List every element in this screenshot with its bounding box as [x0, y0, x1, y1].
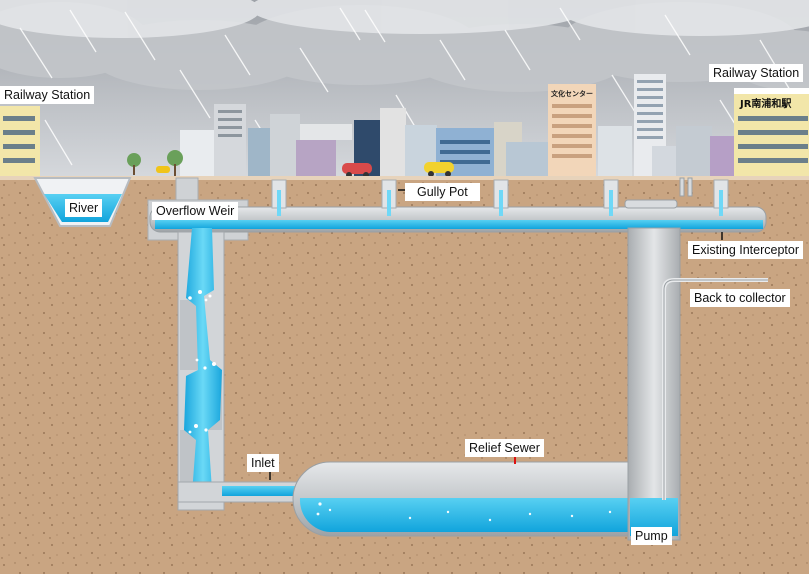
city-skyline: 文化センター JR南浦和駅 [0, 74, 809, 178]
label-railway-station-left: Railway Station [0, 86, 95, 104]
label-inlet: Inlet [247, 454, 279, 472]
label-overflow-weir: Overflow Weir [152, 202, 239, 220]
label-river: River [65, 199, 103, 217]
station-sign: JR南浦和駅 [739, 97, 792, 110]
label-back-to-collector: Back to collector [690, 289, 790, 307]
culture-center-sign: 文化センター [551, 89, 593, 98]
label-railway-station-right: Railway Station [709, 64, 804, 82]
label-gully-pot: Gully Pot [405, 183, 480, 201]
label-existing-interceptor: Existing Interceptor [688, 241, 803, 259]
pump-shaft [627, 227, 681, 541]
label-relief-sewer: Relief Sewer [465, 439, 544, 457]
label-pump: Pump [631, 527, 672, 545]
